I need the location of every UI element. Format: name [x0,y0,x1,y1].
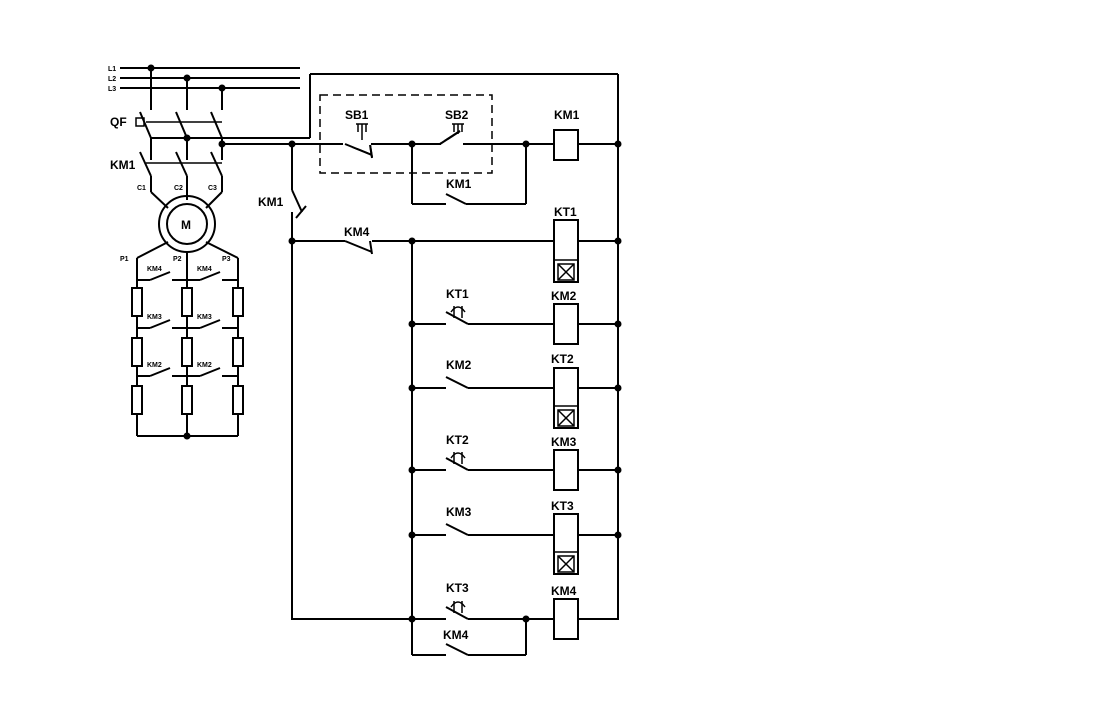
label-contact-kt3: KT3 [446,581,469,595]
label-p2: P2 [173,256,182,263]
sb2-start-button[interactable]: SB2 [439,108,470,145]
rung-kt1: KT1 [412,205,622,283]
label-coil-kt2: KT2 [551,352,574,366]
label-l2: L2 [108,76,116,83]
label-km4-a: KM4 [147,266,162,273]
label-km3-a: KM3 [147,314,162,321]
motor: M P1 P2 P3 [120,191,239,263]
label-coil-km4: KM4 [551,584,577,598]
label-c3: C3 [208,185,217,192]
label-l1: L1 [108,66,116,73]
label-km2-a: KM2 [147,362,162,369]
label-l3: L3 [108,86,116,93]
label-c2: C2 [174,185,183,192]
control-circuit: SB1 SB2 [151,73,622,656]
label-c1: C1 [137,185,146,192]
rung-km4: KT3 KM4 KM4 [292,581,618,656]
label-km4-nc: KM4 [344,225,370,239]
rung-kt3: KM3 KT3 [408,499,622,575]
label-contact-kt2: KT2 [446,433,469,447]
label-coil-km2: KM2 [551,289,577,303]
coil-km1 [553,129,579,161]
rung-km3: KT2 KM3 [408,433,622,491]
label-contact-km2: KM2 [446,358,472,372]
label-km4-hold: KM4 [443,628,469,642]
rung-km1: SB1 SB2 [288,94,622,205]
contactor-km1-power: KM1 C1 C2 C3 [110,151,223,192]
label-km4-b: KM4 [197,266,212,273]
label-coil-km3: KM3 [551,435,577,449]
km4-nc-contact: KM4 [292,225,416,255]
supply-bus: L1 L2 L3 [108,64,300,93]
label-contact-kt1: KT1 [446,287,469,301]
label-contact-km3: KM3 [446,505,472,519]
label-qf: QF [110,115,127,129]
label-coil-km1: KM1 [554,108,580,122]
label-sb2: SB2 [445,108,469,122]
pushbutton-station [319,94,493,174]
label-km1-hold: KM1 [446,177,472,191]
label-p1: P1 [120,256,129,263]
coil-km3 [553,449,579,491]
motor-label: M [181,218,191,232]
coil-km4 [553,598,579,640]
label-km3-b: KM3 [197,314,212,321]
label-km1-power: KM1 [110,158,136,172]
label-coil-kt1: KT1 [554,205,577,219]
label-coil-kt3: KT3 [551,499,574,513]
km1-aux-contact: KM1 [258,144,307,620]
rung-km2: KT1 KM2 [408,287,622,345]
label-sb1: SB1 [345,108,369,122]
label-p3: P3 [222,256,231,263]
label-km2-b: KM2 [197,362,212,369]
breaker-qf: QF [110,68,226,160]
power-circuit: L1 L2 L3 QF KM1 [108,64,300,440]
label-km1-aux: KM1 [258,195,284,209]
coil-km2 [553,303,579,345]
rung-kt2: KM2 KT2 [408,352,622,429]
rotor-resistor-bank: KM4 KM4 KM3 KM3 KM2 KM2 [131,258,244,440]
